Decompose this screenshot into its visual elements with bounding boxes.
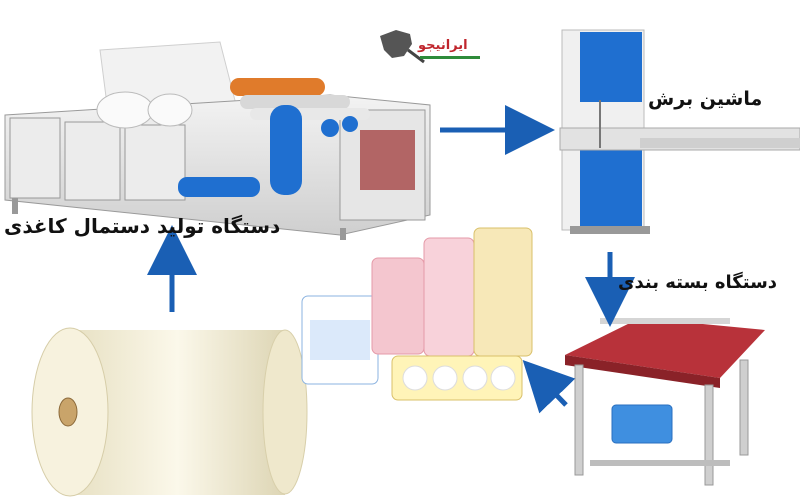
logo-map-icon <box>380 30 425 64</box>
flow-arrows <box>147 105 635 414</box>
jumbo-roll-illustration <box>31 327 308 497</box>
logo-underline <box>420 56 480 59</box>
production-machine-illustration <box>4 41 431 240</box>
packaging-machine-illustration <box>565 318 765 486</box>
product-packs-illustration <box>301 227 533 401</box>
cutting-machine-illustration <box>559 29 800 234</box>
logo-text: ایرانیجو <box>418 38 468 53</box>
production-machine-label: دستگاه تولید دستمال کاغذی <box>4 214 281 238</box>
packaging-machine-label: دستگاه بسته بندی <box>618 272 778 293</box>
arrow-to-products <box>522 359 576 414</box>
cutting-machine-label: ماشین برش <box>648 88 763 110</box>
